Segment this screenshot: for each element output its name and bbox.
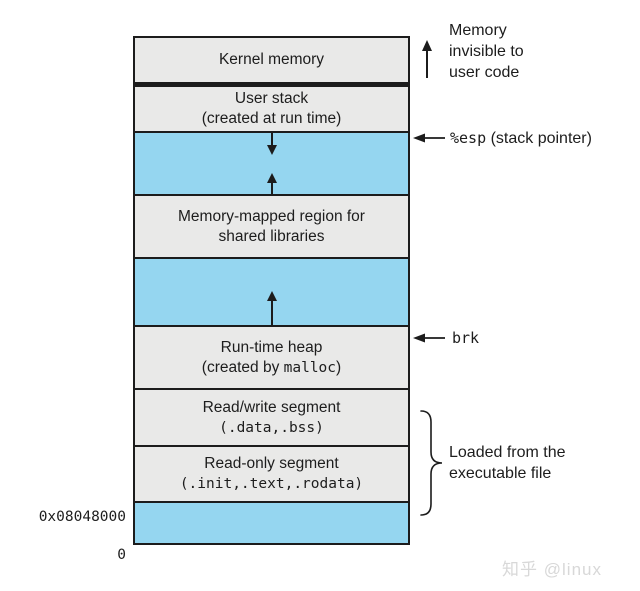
memory-invisible-up-arrow	[422, 40, 432, 78]
kernel-memory-label: Kernel memory	[218, 51, 325, 68]
heap-sublabel-code: malloc	[283, 359, 337, 376]
esp-annotation: %esp (stack pointer)	[450, 128, 592, 149]
brk-pointer-arrow	[413, 333, 445, 343]
segment-heap-growth-gap	[135, 257, 408, 325]
loaded-from-executable-brace	[420, 410, 443, 516]
rw-segment-label: Read/write segment	[202, 398, 341, 416]
heap-sublabel-pre: (created by	[201, 358, 284, 376]
heap-label: Run-time heap	[220, 338, 323, 356]
segment-read-only: Read-only segment (.init,.text,.rodata)	[135, 445, 408, 501]
mmap-label: Memory-mapped region for	[178, 207, 365, 225]
ro-segment-label: Read-only segment	[204, 455, 339, 472]
heap-grows-up-arrow	[266, 291, 277, 325]
mmap-sublabel: shared libraries	[218, 227, 325, 245]
brk-label: brk	[452, 329, 480, 347]
segment-runtime-heap: Run-time heap (created by malloc)	[135, 325, 408, 388]
mmap-grows-up-arrow	[266, 173, 277, 194]
ro-segment-sections: (.init,.text,.rodata)	[179, 476, 364, 492]
segment-memory-mapped-region: Memory-mapped region for shared librarie…	[135, 194, 408, 257]
user-stack-sublabel: (created at run time)	[201, 110, 342, 127]
segment-user-stack: User stack (created at run time)	[135, 82, 408, 131]
kernel-note-line1: Memory	[449, 22, 507, 39]
kernel-note-line2: invisible to	[449, 43, 524, 60]
user-stack-label: User stack	[234, 90, 309, 107]
heap-sublabel-post: )	[336, 358, 342, 376]
loaded-note-line1: Loaded from the	[449, 444, 566, 461]
kernel-note: Memory invisible to user code	[449, 20, 524, 83]
stack-grows-down-arrow	[266, 133, 277, 155]
segment-read-write: Read/write segment (.data,.bss)	[135, 388, 408, 445]
segment-stack-growth-gap	[135, 131, 408, 194]
rw-segment-sections: (.data,.bss)	[219, 419, 324, 436]
esp-description: (stack pointer)	[486, 130, 592, 147]
address-zero: 0	[117, 547, 126, 563]
heap-sublabel: (created by malloc)	[202, 358, 341, 378]
kernel-note-line3: user code	[449, 64, 520, 81]
address-code-start: 0x08048000	[38, 509, 126, 525]
segment-unused-low-memory	[135, 501, 408, 543]
esp-pointer-arrow	[413, 133, 445, 143]
memory-column: Kernel memory User stack (created at run…	[133, 36, 410, 545]
esp-register-label: %esp	[450, 129, 487, 147]
loaded-note: Loaded from the executable file	[449, 442, 566, 484]
watermark: 知乎 @linux	[502, 560, 602, 579]
segment-kernel-memory: Kernel memory	[135, 38, 408, 82]
brk-annotation: brk	[452, 328, 479, 349]
loaded-note-line2: executable file	[449, 465, 552, 482]
